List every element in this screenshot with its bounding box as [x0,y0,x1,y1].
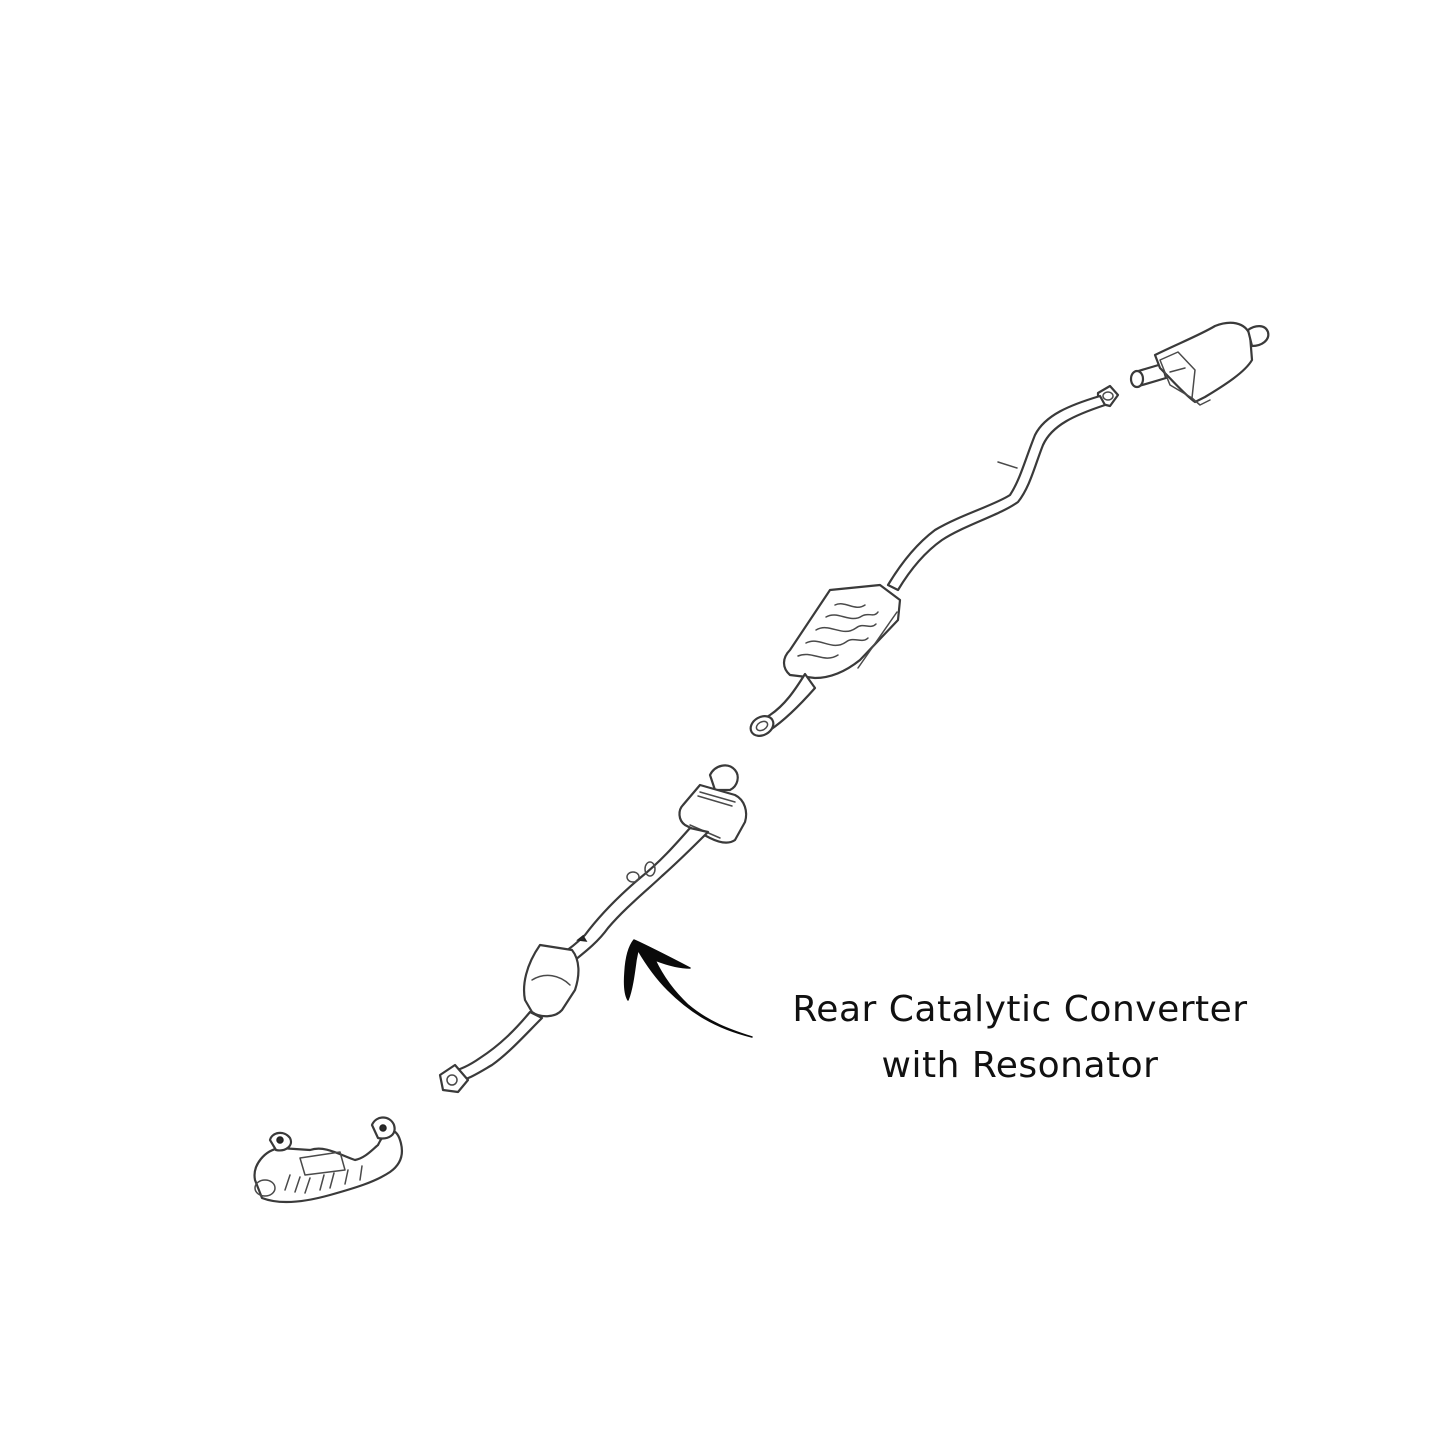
callout-label: Rear Catalytic Converter with Resonator [740,982,1300,1094]
rear-muffler [1129,321,1270,406]
intermediate-pipe [886,394,1107,592]
callout-line-1: Rear Catalytic Converter [792,989,1248,1030]
exhaust-manifold [253,1116,404,1204]
center-muffler [749,583,902,737]
callout-line-2: with Resonator [881,1045,1159,1086]
front-pipe-assembly [438,764,748,1094]
callout-arrow-icon [623,939,753,1038]
